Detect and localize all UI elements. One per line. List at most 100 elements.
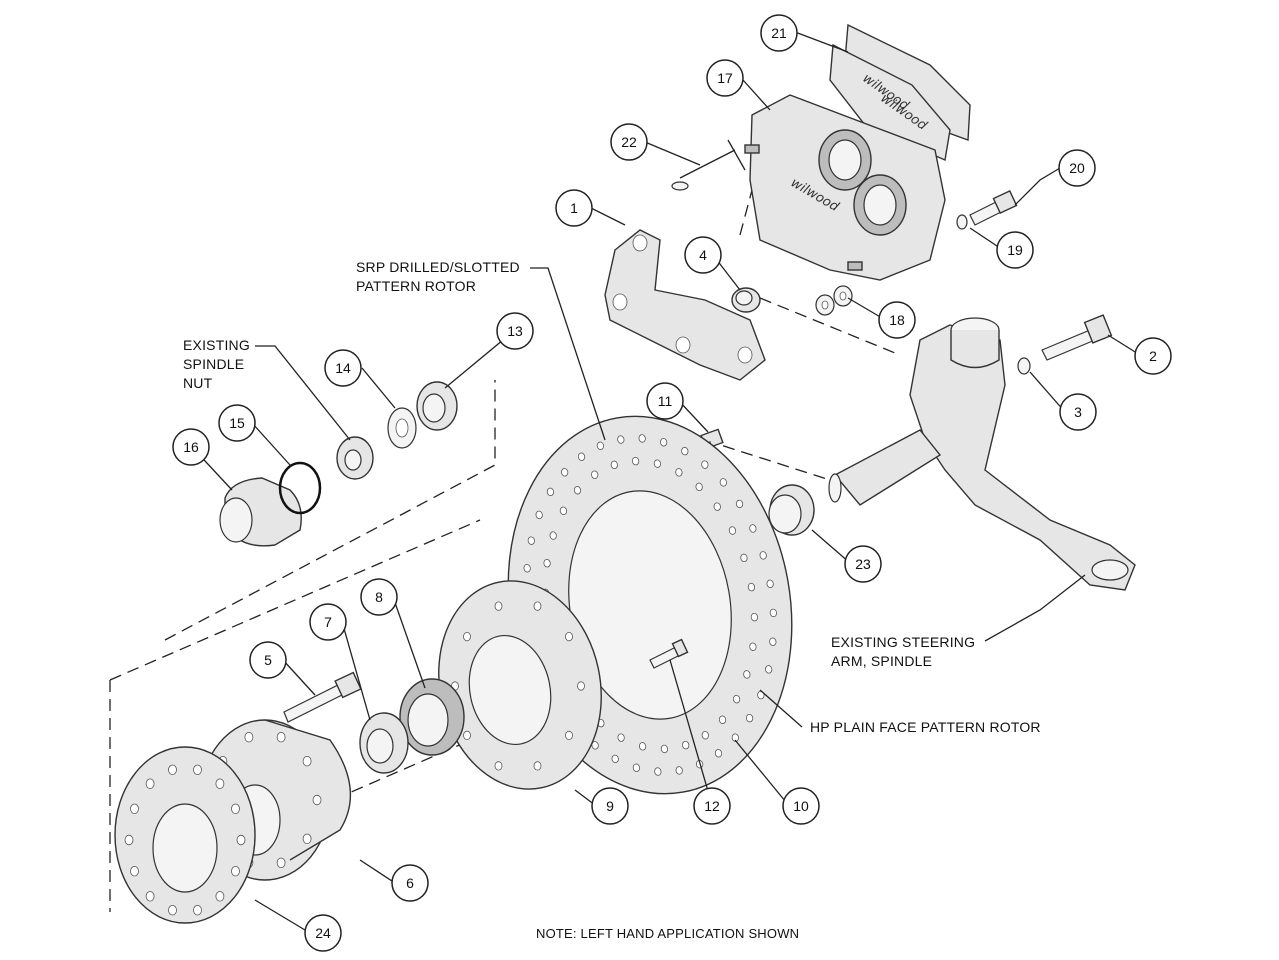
svg-text:13: 13	[507, 323, 523, 339]
svg-text:20: 20	[1069, 160, 1085, 176]
callout-24: 24	[304, 914, 342, 952]
grease-seal	[768, 484, 815, 536]
rotor-drill-hole	[559, 506, 568, 515]
svg-text:12: 12	[704, 798, 720, 814]
rotor-drill-hole	[523, 564, 531, 573]
callout-5: 5	[249, 641, 287, 679]
callout-1: 1	[555, 189, 593, 227]
hat-bolt-hole	[494, 601, 503, 611]
hat-bolt-hole	[463, 730, 471, 741]
rotor-drill-hole	[591, 470, 599, 479]
hat-bolt-hole	[565, 631, 573, 642]
rotor-drill-hole	[759, 551, 767, 560]
rotor-drill-hole	[617, 435, 625, 444]
spindle-nut-label-1: EXISTING	[183, 337, 250, 353]
spindle-nut	[336, 436, 374, 480]
dust-cap	[219, 477, 302, 547]
rotor-drill-hole	[631, 456, 640, 466]
flange-hole	[236, 834, 246, 846]
rotor-drill-hole	[660, 744, 669, 754]
rotor-drill-hole	[757, 690, 765, 700]
rotor-drill-hole	[573, 486, 582, 495]
callout-22: 22	[610, 123, 648, 161]
flange-hole	[168, 764, 177, 776]
svg-text:6: 6	[406, 875, 414, 891]
callout-6: 6	[391, 864, 429, 902]
rotor-drill-hole	[735, 499, 744, 509]
callout-9: 9	[591, 787, 629, 825]
flange-hole	[130, 803, 139, 815]
callout-11: 11	[646, 382, 684, 420]
spindle-steering-arm	[828, 317, 1136, 591]
hat-bolt-hole	[463, 631, 471, 642]
callout-20: 20	[1058, 149, 1096, 187]
rotor-drill-hole	[714, 749, 723, 758]
flange-hole	[145, 778, 155, 789]
svg-text:2: 2	[1149, 348, 1157, 364]
callout-15: 15	[218, 404, 256, 442]
hub-stud-hole	[302, 756, 312, 767]
rotor-drill-hole	[743, 670, 751, 679]
hat-bolt-hole	[577, 681, 585, 691]
svg-text:4: 4	[699, 247, 707, 263]
spindle-nut-label-3: NUT	[183, 375, 213, 391]
o-ring	[278, 461, 322, 515]
rotor-hat	[438, 580, 602, 790]
rotor-drill-hole	[765, 665, 773, 674]
hp-rotor-label: HP PLAIN FACE PATTERN ROTOR	[810, 719, 1041, 735]
svg-text:10: 10	[793, 798, 809, 814]
rotor-drill-hole	[681, 446, 689, 456]
svg-text:9: 9	[606, 798, 614, 814]
rotor-drill-hole	[719, 478, 727, 487]
rotor-drill-hole	[543, 559, 551, 568]
hat-bolt-hole	[494, 761, 503, 771]
srp-rotor-label-2: PATTERN ROTOR	[356, 278, 476, 294]
svg-text:24: 24	[315, 925, 331, 941]
rotor-drill-hole	[728, 526, 737, 535]
outer-bearing	[416, 381, 458, 431]
callout-16: 16	[172, 428, 210, 466]
rotor-drill-hole	[610, 460, 618, 470]
rotor-drill-hole	[713, 502, 721, 511]
svg-text:18: 18	[889, 312, 905, 328]
rotor-drill-hole	[639, 742, 647, 751]
rotor-drill-hole	[596, 441, 605, 450]
svg-text:8: 8	[375, 589, 383, 605]
rotor-drill-hole	[653, 459, 661, 468]
srp-rotor-label-1: SRP DRILLED/SLOTTED	[356, 259, 520, 275]
svg-text:5: 5	[264, 652, 272, 668]
callout-13: 13	[496, 312, 534, 350]
rotor-drill-hole	[527, 536, 535, 545]
rotor-drill-hole	[654, 767, 662, 776]
rotor-drill-hole	[766, 579, 774, 588]
shim-washers	[815, 285, 853, 316]
steering-arm-label-1: EXISTING STEERING	[831, 634, 975, 650]
hat-bolt-hole	[533, 761, 542, 771]
bearing-seal	[399, 678, 465, 756]
rotor-drill-hole	[682, 740, 690, 750]
rotor-drill-hole	[617, 733, 625, 742]
rotor-drill-hole	[749, 524, 757, 533]
flange-hole	[124, 834, 134, 846]
application-note: NOTE: LEFT HAND APPLICATION SHOWN	[536, 926, 799, 941]
rotor-drill-hole	[675, 468, 683, 477]
callout-10: 10	[782, 787, 820, 825]
callout-14: 14	[324, 349, 362, 387]
leader-lines	[191, 31, 1141, 934]
svg-text:23: 23	[855, 556, 871, 572]
rotor-drill-hole	[638, 434, 646, 443]
callout-7: 7	[309, 603, 347, 641]
svg-text:1: 1	[570, 200, 578, 216]
svg-text:15: 15	[229, 415, 245, 431]
hub-stud-hole	[312, 794, 322, 806]
callout-12: 12	[693, 787, 731, 825]
callout-8: 8	[360, 578, 398, 616]
hub-stud-hole	[244, 732, 254, 743]
caliper-bolt	[956, 190, 1018, 230]
flange-hole	[130, 866, 139, 877]
flange-hole	[231, 866, 240, 877]
flange-hole	[215, 891, 225, 902]
rotor-drill-hole	[749, 642, 757, 651]
